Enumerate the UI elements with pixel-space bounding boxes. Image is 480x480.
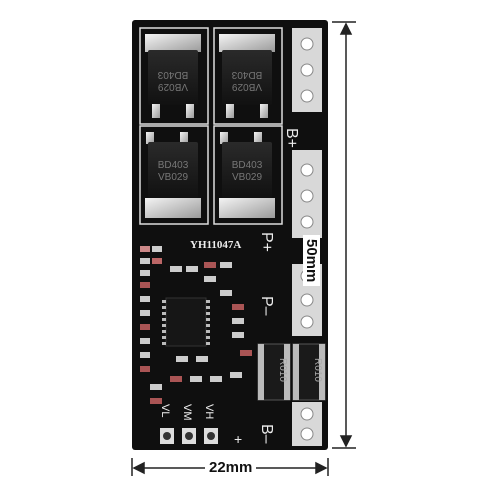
label-b-minus: B– [258, 424, 275, 444]
resistor-marking: R010 [312, 358, 323, 382]
label-b-plus: B+ [283, 128, 300, 148]
mosfet-marking: BD403 [231, 69, 262, 80]
mosfet-marking: VB029 [232, 172, 262, 183]
label-p-minus: P– [258, 296, 275, 316]
label-plus: + [234, 431, 242, 447]
height-dimension-line [332, 21, 356, 449]
shunt-resistor: R010 [292, 343, 326, 401]
label-vm: VM [181, 404, 193, 421]
mosfet-marking: VB029 [158, 81, 188, 92]
mosfet-marking: BD403 [157, 69, 188, 80]
mosfet: BD403 VB029 [145, 132, 201, 218]
balance-pads [160, 428, 218, 444]
board-model: YH11047A [190, 239, 241, 251]
mosfet-marking: VB029 [158, 172, 188, 183]
resistor-marking: R010 [277, 358, 288, 382]
mosfet-marking: BD403 [232, 160, 263, 171]
mosfet: BD403 VB029 [219, 132, 275, 218]
label-vl: VL [159, 404, 171, 417]
solder-pad-b-minus [292, 402, 322, 446]
label-p-plus: P+ [258, 232, 275, 252]
label-vh: VH [203, 404, 215, 419]
solder-pad-p-plus [292, 150, 322, 238]
smd-components [140, 246, 252, 404]
solder-pad-b-plus [292, 28, 322, 112]
width-dimension-label: 22mm [205, 459, 257, 476]
mosfet: BD403 VB029 [145, 34, 201, 118]
mosfet: BD403 VB029 [219, 34, 275, 118]
height-dimension-label: 50mm [303, 235, 320, 287]
protection-ic [162, 297, 210, 347]
shunt-resistor: R010 [257, 343, 291, 401]
mosfet-frame [213, 27, 283, 125]
mosfet-frame [139, 125, 209, 225]
mosfet-marking: BD403 [158, 160, 189, 171]
mosfet-marking: VB029 [232, 81, 262, 92]
mosfet-frame [139, 27, 209, 125]
mosfet-frame [213, 125, 283, 225]
